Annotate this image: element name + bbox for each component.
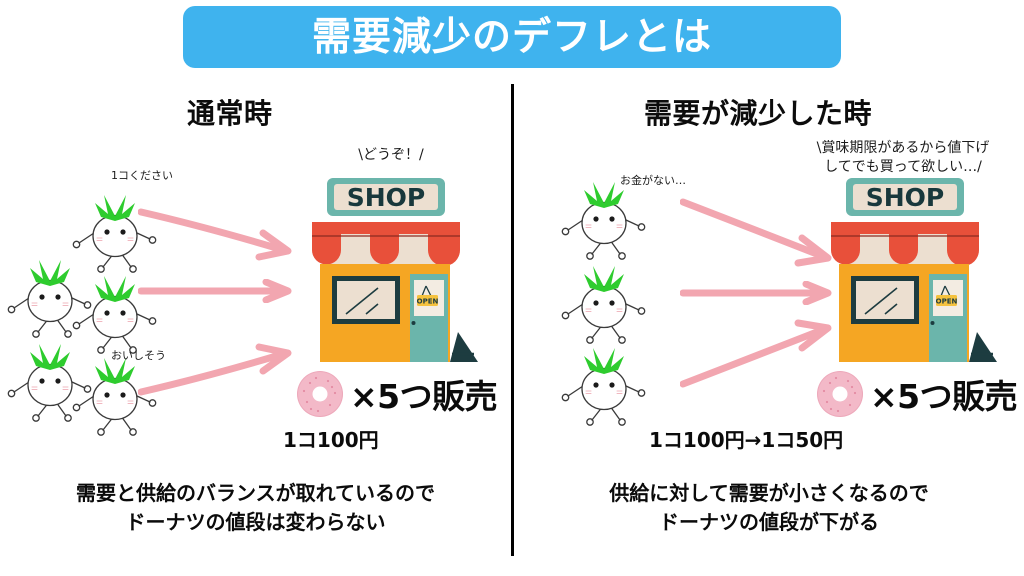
demand-arrow (680, 281, 832, 305)
shop-speech-line1: \賞味期限があるから値下げ (816, 140, 990, 156)
speech-customer-no-money: お金がない… (620, 174, 686, 187)
customer-figure (561, 266, 646, 344)
speech-customer-delight: おいしそう (111, 349, 166, 362)
demand-arrow (138, 279, 292, 303)
demand-arrow (138, 343, 292, 396)
shop-sign-face (334, 184, 438, 210)
caption-line: ドーナツの値段が下がる (659, 510, 879, 534)
title-banner: 需要減少のデフレとは (183, 6, 841, 68)
customer-figure (72, 195, 157, 273)
customer-figure (72, 276, 157, 354)
sales-quantity-discount: ×5つ販売 (870, 377, 1018, 416)
price-normal: 1コ100円 (283, 428, 379, 452)
demand-arrow (680, 319, 832, 388)
donut-icon (817, 371, 863, 417)
speech-customer-request: 1コください (111, 169, 173, 182)
demand-arrow (138, 208, 292, 261)
panel-divider (511, 84, 514, 556)
panel-demand-drop: お金がない… \賞味期限があるから値下げ してでも買って欲しい…/ SHOP (514, 0, 1024, 576)
caption-line: 需要と供給のバランスが取れているので (76, 481, 435, 505)
customer-figure (561, 182, 646, 260)
shop-speech-line2: してでも買って欲しい…/ (824, 158, 982, 175)
shop-open-badge (936, 295, 957, 306)
donut-icon (297, 371, 343, 417)
sales-row-discount: ×5つ販売 (814, 368, 1018, 420)
shop-sign-face (853, 184, 957, 210)
price-discount: 1コ100円→1コ50円 (649, 428, 844, 452)
page-title: 需要減少のデフレとは (311, 14, 712, 60)
sandwich-board (969, 332, 997, 362)
heading-demand-drop: 需要が減少した時 (644, 97, 873, 130)
sandwich-board (450, 332, 478, 362)
shop-open-badge (417, 295, 438, 306)
customer-figure (72, 358, 157, 436)
shop-illustration: SHOP OPEN (831, 178, 997, 362)
sales-row-normal: ×5つ販売 (294, 368, 498, 420)
customer-figure (561, 348, 646, 426)
panel-normal: 1コください おいしそう \どうぞ！/ SHOP (0, 0, 511, 576)
caption-line: 供給に対して需要が小さくなるので (609, 481, 929, 505)
shop-speech-discount: \賞味期限があるから値下げ してでも買って欲しい…/ (782, 139, 1024, 177)
shop-sign-text: SHOP (347, 183, 426, 212)
shop-open-text: OPEN (936, 298, 958, 306)
caption-normal: 需要と供給のバランスが取れているので ドーナツの値段は変わらない (0, 479, 511, 537)
caption-demand-drop: 供給に対して需要が小さくなるので ドーナツの値段が下がる (514, 479, 1024, 537)
shop-open-text: OPEN (417, 298, 439, 306)
customer-figure (7, 260, 92, 338)
heading-normal: 通常時 (187, 97, 273, 130)
demand-arrow (680, 198, 832, 267)
customer-figure (7, 344, 92, 422)
caption-line: ドーナツの値段は変わらない (125, 510, 386, 534)
shop-sign-text: SHOP (866, 183, 945, 212)
shop-speech-normal: \どうぞ！/ (358, 147, 424, 163)
shop-illustration: SHOP OPEN (312, 178, 478, 362)
sales-quantity-normal: ×5つ販売 (350, 377, 498, 416)
